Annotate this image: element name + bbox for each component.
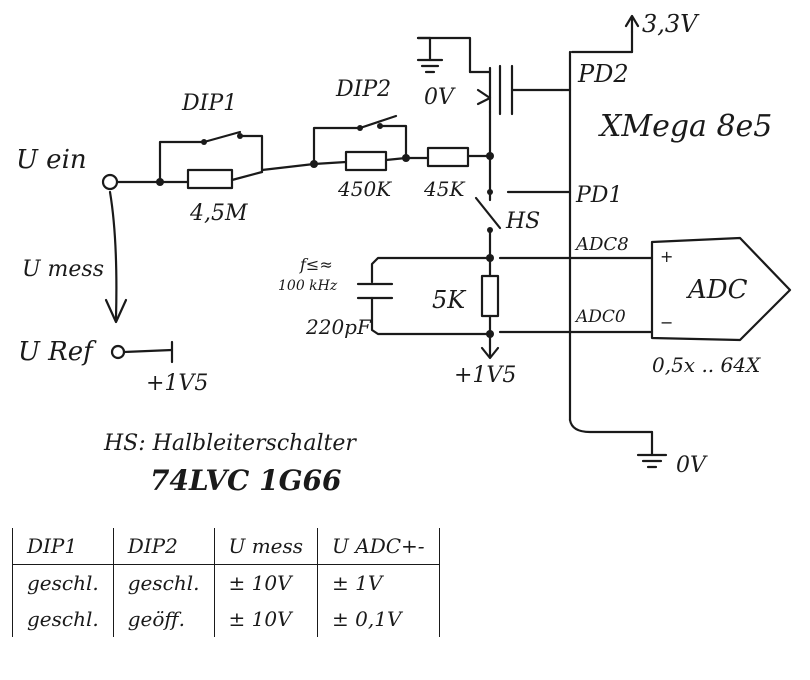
cell-dip1: geschl. xyxy=(12,601,114,637)
cell-umess: ± 10V xyxy=(213,601,318,637)
cell-dip2: geschl. xyxy=(112,564,214,601)
table-header-row: DIP1 DIP2 U mess U ADC+- xyxy=(12,528,440,565)
umess-label: U mess xyxy=(22,257,104,282)
hs-note-1: HS: Halbleiterschalter xyxy=(103,431,357,456)
cell-uadc: ± 0,1V xyxy=(317,601,440,637)
mcu-body: 0V PD2 XMega 8e5 PD1 ADC8 ADC0 xyxy=(568,50,772,478)
measurement-arrow: U mess U Ref +1V5 xyxy=(18,190,208,396)
r1-label: 4,5M xyxy=(189,201,248,226)
uein-label: U ein xyxy=(16,145,87,175)
hs-label: HS xyxy=(505,209,540,234)
table-row: geschl. geschl. ± 10V ± 1V xyxy=(12,564,440,601)
adc-gain: 0,5x .. 64X xyxy=(652,353,761,377)
gnd-bottom-label: 0V xyxy=(676,453,708,478)
hs-note-2: 74LVC 1G66 xyxy=(150,464,341,497)
mode-table: DIP1 DIP2 U mess U ADC+- geschl. geschl.… xyxy=(12,528,440,637)
cell-uadc: ± 1V xyxy=(317,564,440,601)
supply-label: 3,3V xyxy=(642,10,700,38)
pd1-label: PD1 xyxy=(575,183,622,208)
adc-amplifier: + − ADC 0,5x .. 64X xyxy=(498,236,792,377)
adc-plus: + xyxy=(660,247,673,266)
cap-value: 220pF xyxy=(305,315,372,339)
adc-minus: − xyxy=(660,313,673,332)
uref-label: U Ref xyxy=(18,337,97,367)
gnd-top-label: 0V xyxy=(424,85,456,110)
dip2-label: DIP2 xyxy=(335,77,391,102)
supply-rail: 3,3V xyxy=(570,10,700,54)
r2-label: 450K xyxy=(337,177,392,201)
adc-label: ADC xyxy=(686,275,748,305)
pd2-label: PD2 xyxy=(577,60,629,88)
cell-umess: ± 10V xyxy=(213,564,318,601)
r4-label: 5K xyxy=(432,286,467,314)
input-chain: U ein DIP1 4,5M DIP2 450K xyxy=(16,77,572,262)
mcu-name: XMega 8e5 xyxy=(598,109,772,144)
header-uadc: U ADC+- xyxy=(317,528,440,565)
cell-dip1: geschl. xyxy=(12,564,114,601)
adc0-label: ADC0 xyxy=(574,307,626,327)
header-dip1: DIP1 xyxy=(12,528,114,565)
header-dip2: DIP2 xyxy=(112,528,214,565)
cap-note-1: f≤≈ xyxy=(299,255,333,274)
table-row: geschl. geöff. ± 10V ± 0,1V xyxy=(12,601,440,637)
uref-voltage: +1V5 xyxy=(146,371,208,396)
rc-network: f≤≈ 100 kHz 220pF 5K +1V5 xyxy=(278,255,516,388)
bias-label: +1V5 xyxy=(454,363,516,388)
hs-notes: HS: Halbleiterschalter 74LVC 1G66 xyxy=(103,431,357,497)
header-umess: U mess xyxy=(213,528,318,565)
cap-note-2: 100 kHz xyxy=(278,278,338,294)
dip1-label: DIP1 xyxy=(181,91,237,116)
gnd-switch: 0V xyxy=(416,36,572,158)
r3-label: 45K xyxy=(423,177,465,201)
cell-dip2: geöff. xyxy=(112,601,214,637)
adc8-label: ADC8 xyxy=(574,234,629,255)
